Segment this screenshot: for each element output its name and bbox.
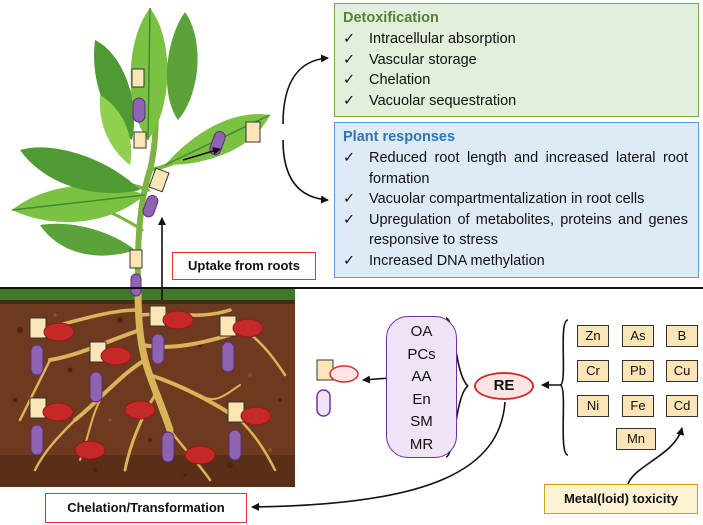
- list-item: ✓Vacuolar compartmentalization in root c…: [343, 189, 688, 210]
- chelator-item: OA: [410, 323, 433, 340]
- list-item: ✓Vascular storage: [343, 50, 688, 71]
- check-icon: ✓: [343, 150, 356, 166]
- element-tile: Mn: [616, 428, 656, 450]
- plant-responses-title: Plant responses: [343, 129, 456, 145]
- chelator-item: MR: [409, 435, 434, 453]
- chelator-item: AA: [411, 368, 432, 385]
- uptake-from-roots-label: Uptake from roots: [172, 252, 316, 280]
- list-item: ✓Increased DNA methylation: [343, 251, 688, 272]
- list-item: ✓Reduced root length and increased later…: [343, 150, 688, 187]
- transformed-products: [316, 359, 359, 417]
- soil-cells: [29, 305, 272, 465]
- check-icon: ✓: [343, 72, 356, 88]
- element-tile: Cr: [577, 360, 609, 382]
- chelation-transformation-label: Chelation/Transformation: [45, 493, 247, 523]
- element-tile: Pb: [622, 360, 654, 382]
- element-tile: B: [666, 325, 698, 347]
- element-tile: Ni: [577, 395, 609, 417]
- element-tile: As: [622, 325, 654, 347]
- check-icon: ✓: [343, 191, 356, 207]
- chelator-item: PCs: [407, 345, 436, 363]
- list-item: ✓Intracellular absorption: [343, 29, 688, 50]
- metal-toxicity-label: Metal(loid) toxicity: [544, 484, 698, 514]
- list-item: ✓Vacuolar sequestration: [343, 91, 688, 112]
- chelator-capsule: OA PCs AA En SM MR: [386, 316, 457, 458]
- chelator-item: En: [412, 390, 431, 408]
- element-tile: Zn: [577, 325, 609, 347]
- element-tile: Cd: [666, 395, 698, 417]
- soil-block: [0, 287, 295, 487]
- check-icon: ✓: [343, 252, 356, 269]
- element-tile: Cu: [666, 360, 698, 382]
- chelator-item: SM: [410, 413, 433, 430]
- check-icon: ✓: [343, 211, 356, 228]
- list-item: ✓Upregulation of metabolites, proteins a…: [343, 211, 688, 249]
- check-icon: ✓: [343, 51, 356, 68]
- plant-responses-list: ✓Reduced root length and increased later…: [335, 148, 698, 271]
- detoxification-list: ✓Intracellular absorption ✓Vascular stor…: [335, 29, 698, 111]
- check-icon: ✓: [343, 31, 356, 47]
- detoxification-box: Detoxification ✓Intracellular absorption…: [334, 3, 699, 117]
- re-node: RE: [474, 372, 534, 400]
- check-icon: ✓: [343, 92, 356, 109]
- plant-responses-box: Plant responses ✓Reduced root length and…: [334, 122, 699, 278]
- soil-divider-line: [0, 287, 703, 289]
- element-tile: Fe: [622, 395, 654, 417]
- plant-cells: [129, 68, 261, 297]
- list-item: ✓Chelation: [343, 70, 688, 91]
- detoxification-title: Detoxification: [343, 10, 439, 26]
